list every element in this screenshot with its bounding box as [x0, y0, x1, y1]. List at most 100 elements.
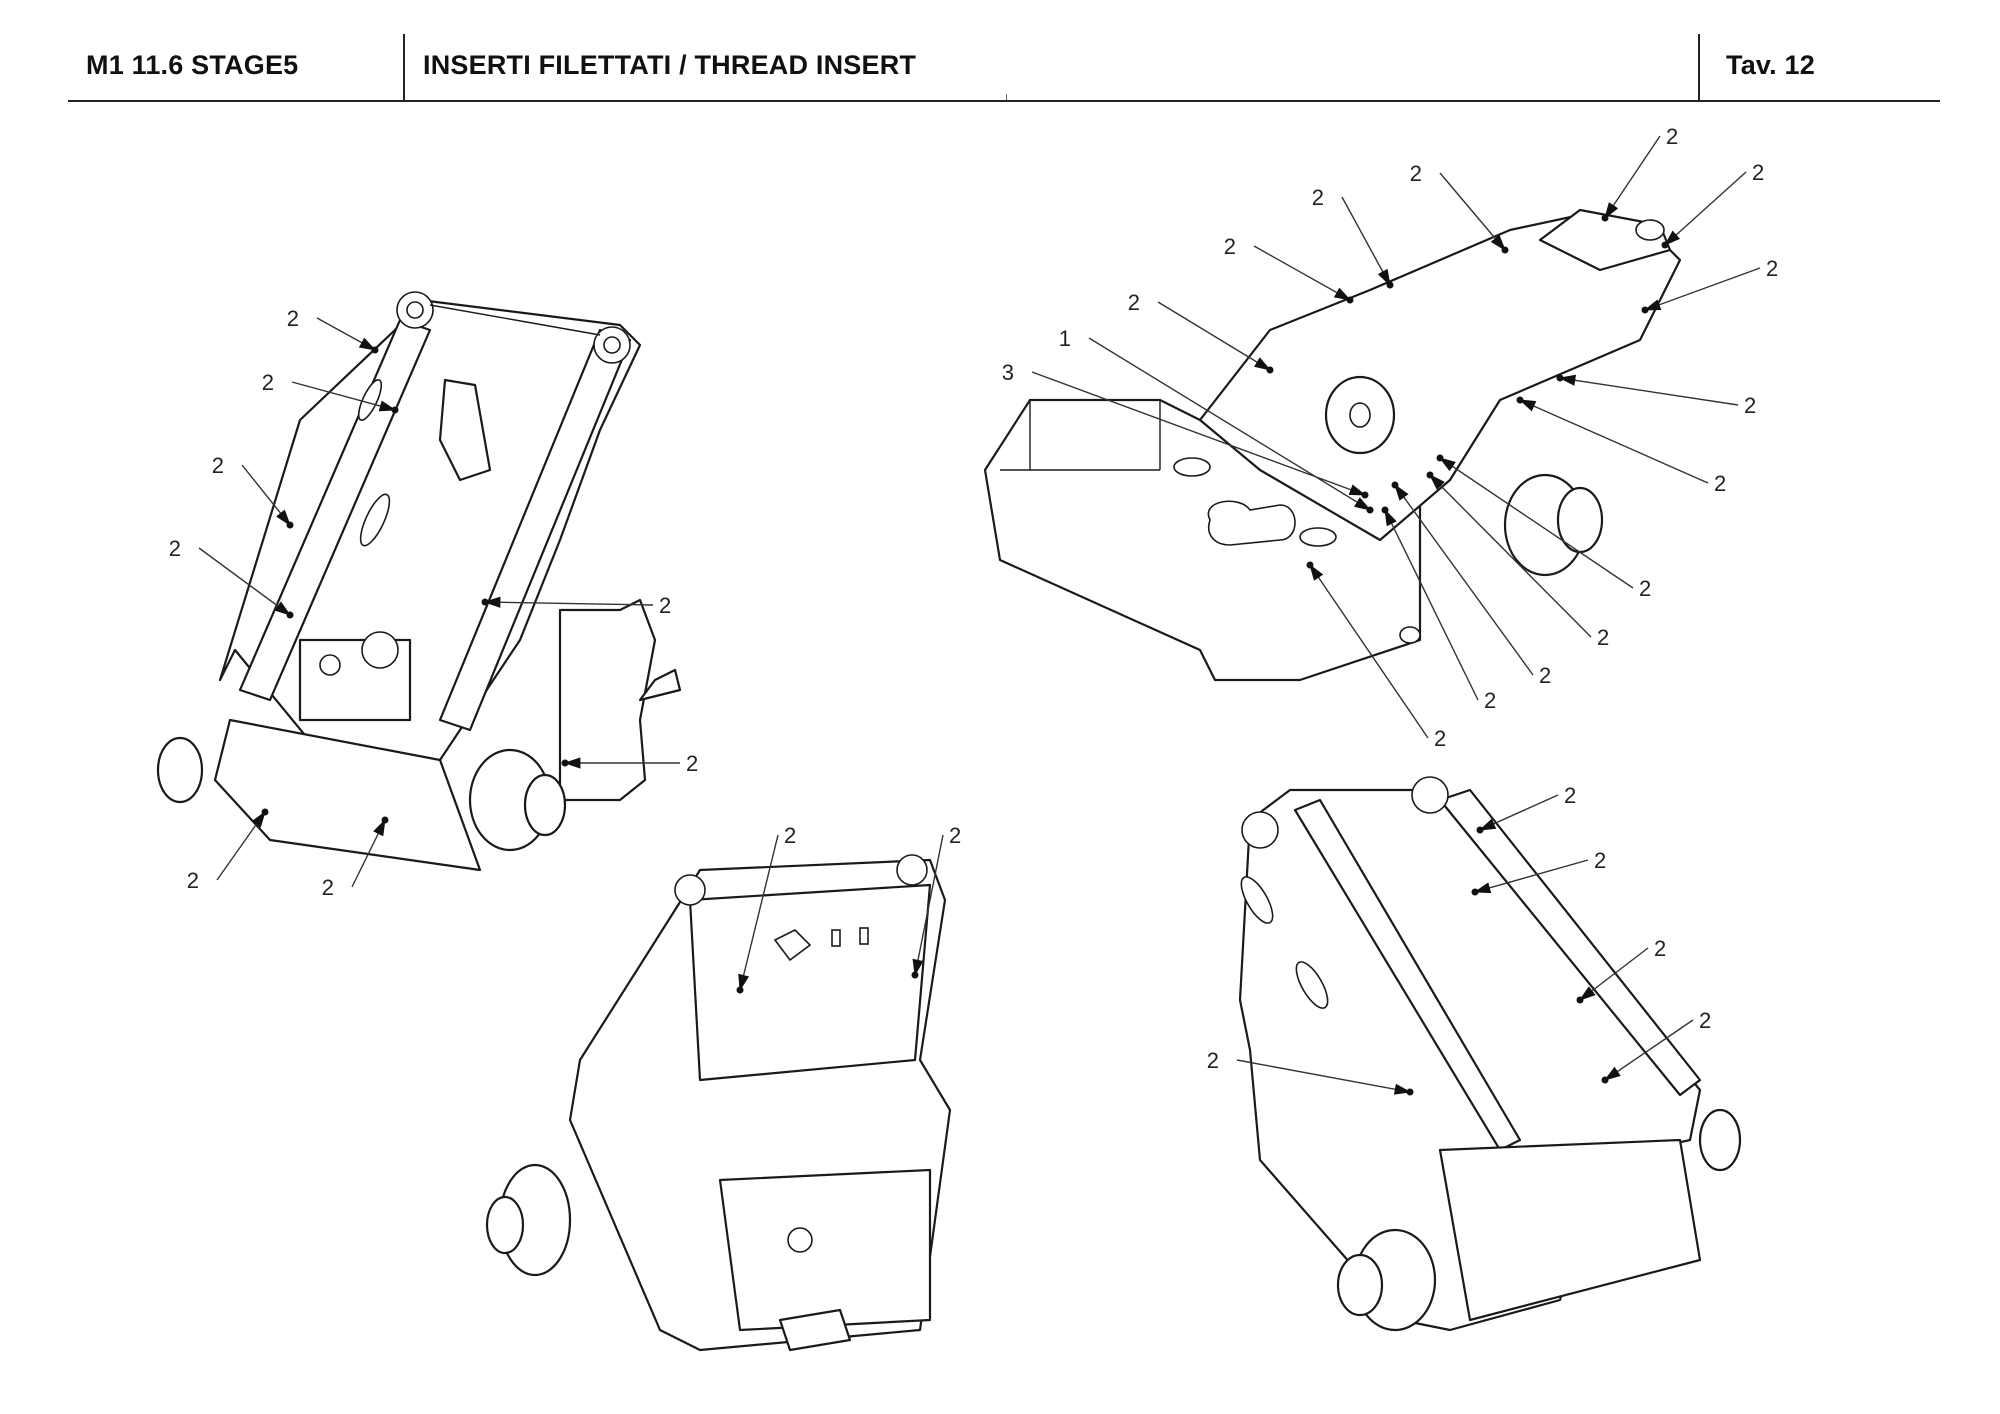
- center-bracket: [438, 378, 492, 482]
- callout-label: 2: [212, 453, 224, 478]
- chassis-hole: [1299, 527, 1337, 547]
- leader-line: [1253, 245, 1352, 301]
- callout-top-right-chassis-view-5: 2: [1128, 290, 1274, 374]
- insert-point: [1426, 471, 1434, 479]
- callout-top-right-chassis-view-9: 2: [1556, 374, 1756, 418]
- callout-label: 2: [1539, 663, 1551, 688]
- leader-line: [1643, 267, 1761, 311]
- insert-point: [1381, 506, 1389, 514]
- leader-line: [1157, 301, 1272, 371]
- insert-point: [1366, 506, 1374, 514]
- leader-line: [1438, 457, 1634, 589]
- callout-label: 3: [1002, 360, 1014, 385]
- callout-label: 2: [1752, 160, 1764, 185]
- leader-line: [1578, 947, 1649, 1001]
- callout-top-right-chassis-view-3: 2: [1312, 185, 1394, 289]
- leader-line: [912, 834, 944, 977]
- insert-point: [391, 406, 399, 414]
- side-plate-right: [558, 598, 657, 802]
- insert-point: [1306, 561, 1314, 569]
- insert-point: [1641, 306, 1649, 314]
- insert-point: [736, 986, 744, 994]
- pivot-bushing-right: [896, 854, 928, 886]
- pivot-bore: [1635, 219, 1665, 241]
- insert-point: [1601, 1076, 1609, 1084]
- leader-line: [483, 596, 654, 608]
- frame-right-rail: [1438, 788, 1702, 1097]
- callout-top-left-frame-view-1: 2: [262, 370, 399, 414]
- insert-point: [1576, 996, 1584, 1004]
- callout-label: 2: [1484, 688, 1496, 713]
- callout-top-right-chassis-view-2: 2: [1410, 161, 1509, 254]
- leader-line: [1558, 374, 1739, 406]
- callout-top-left-frame-view-3: 2: [169, 536, 294, 619]
- insert-point: [1266, 366, 1274, 374]
- table-separator: [1698, 34, 1700, 102]
- frame-center-rail: [1293, 798, 1522, 1152]
- callout-label: 2: [1594, 848, 1606, 873]
- leader-line: [241, 464, 291, 527]
- callout-top-right-chassis-view-6: 1: [1059, 326, 1374, 514]
- callout-top-right-chassis-view-11: 2: [1436, 454, 1651, 601]
- insert-point: [381, 816, 389, 824]
- pivot-bushing-right: [1411, 776, 1449, 814]
- callout-label: 2: [659, 593, 671, 618]
- leader-line: [1518, 399, 1709, 484]
- callout-label: 2: [1714, 471, 1726, 496]
- callout-bottom-center-frame-view-1: 2: [911, 823, 961, 979]
- leader-line: [738, 834, 779, 992]
- callout-label: 2: [1699, 1008, 1711, 1033]
- axle-housing: [213, 718, 482, 872]
- leader-line: [1604, 135, 1661, 220]
- insert-point: [1386, 281, 1394, 289]
- pivot-bore-right: [603, 336, 621, 354]
- callout-label: 2: [1666, 124, 1678, 149]
- leader-line: [1603, 1019, 1694, 1081]
- leader-line: [1473, 859, 1589, 894]
- callout-top-left-frame-view-2: 2: [212, 453, 294, 529]
- sheet-title: INSERTI FILETTATI / THREAD INSERT: [423, 50, 917, 80]
- insert-point: [286, 521, 294, 529]
- lower-housing: [718, 1168, 932, 1332]
- callout-label: 2: [1654, 936, 1666, 961]
- access-cover: [773, 929, 812, 962]
- drawing-title-block: M1 11.6 STAGE5 INSERTI FILETTATI / THREA…: [68, 34, 1940, 102]
- leader-line: [1478, 794, 1559, 831]
- insert-point: [261, 808, 269, 816]
- callout-top-right-chassis-view-10: 2: [1516, 396, 1726, 496]
- leader-line: [1384, 508, 1479, 701]
- leader-line: [1394, 483, 1534, 676]
- axle-housing: [1438, 1138, 1702, 1322]
- box-edges: [1000, 400, 1161, 471]
- callout-label: 2: [287, 306, 299, 331]
- drain-port: [787, 1227, 813, 1253]
- slot-hole: [1240, 876, 1274, 924]
- callout-top-left-frame-view-7: 2: [322, 816, 389, 900]
- insert-point: [1436, 454, 1444, 462]
- callout-top-left-frame-view-4: 2: [481, 593, 671, 618]
- callout-label: 2: [1744, 393, 1756, 418]
- insert-point: [911, 971, 919, 979]
- wheel-hub-right: [1698, 1108, 1742, 1172]
- callout-label: 2: [1639, 576, 1651, 601]
- breather-cap: [319, 654, 341, 676]
- insert-point: [1516, 396, 1524, 404]
- leader-line: [1309, 563, 1429, 739]
- callout-top-right-chassis-view-12: 2: [1426, 471, 1609, 650]
- top-right-chassis-view: [983, 208, 1682, 682]
- floor-cutout: [1207, 500, 1296, 546]
- callout-label: 2: [949, 823, 961, 848]
- insert-point: [1476, 826, 1484, 834]
- insert-point: [1471, 888, 1479, 896]
- insert-point: [1361, 491, 1369, 499]
- callout-top-right-chassis-view-15: 2: [1306, 561, 1446, 751]
- callout-top-right-chassis-view-7: 3: [1002, 360, 1369, 499]
- leader-line: [1663, 171, 1747, 246]
- title-separator: [403, 34, 405, 102]
- table-number: Tav. 12: [1726, 50, 1815, 80]
- tow-eye: [778, 1308, 852, 1352]
- pivot-bushing-left: [674, 874, 706, 906]
- filler-cap: [361, 631, 399, 669]
- callout-label: 1: [1059, 326, 1071, 351]
- frame-top-panel: [688, 883, 932, 1082]
